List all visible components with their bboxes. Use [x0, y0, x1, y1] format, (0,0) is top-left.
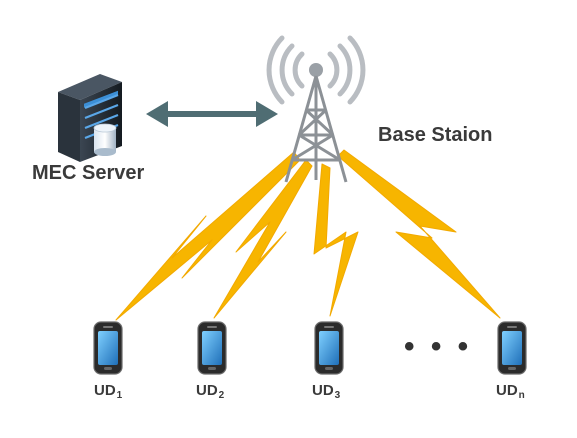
- phone-icon: [497, 321, 527, 375]
- device-label-3: UD3: [312, 382, 341, 401]
- base-station-label: Base Staion: [378, 124, 493, 146]
- wireless-links: [115, 149, 501, 321]
- device-label-n: UDn: [496, 382, 525, 401]
- database-cylinder-icon: [93, 123, 117, 156]
- server-icon: [58, 74, 122, 162]
- double-arrow-icon: [146, 101, 278, 127]
- phone-icon: [197, 321, 227, 375]
- device-label-1: UD1: [94, 382, 123, 401]
- lightning-bolt-icon: [337, 149, 501, 319]
- device-label-2: UD2: [196, 382, 225, 401]
- phone-icon: [93, 321, 123, 375]
- ellipsis: • • •: [404, 330, 473, 363]
- lightning-bolt-icon: [313, 163, 359, 317]
- base-station-tower-icon: [266, 35, 366, 183]
- phone-icon: [314, 321, 344, 375]
- lightning-bolt-icon: [213, 159, 313, 319]
- lightning-bolt-icon: [115, 151, 301, 321]
- user-devices: [93, 321, 527, 375]
- server-label: MEC Server: [32, 162, 145, 184]
